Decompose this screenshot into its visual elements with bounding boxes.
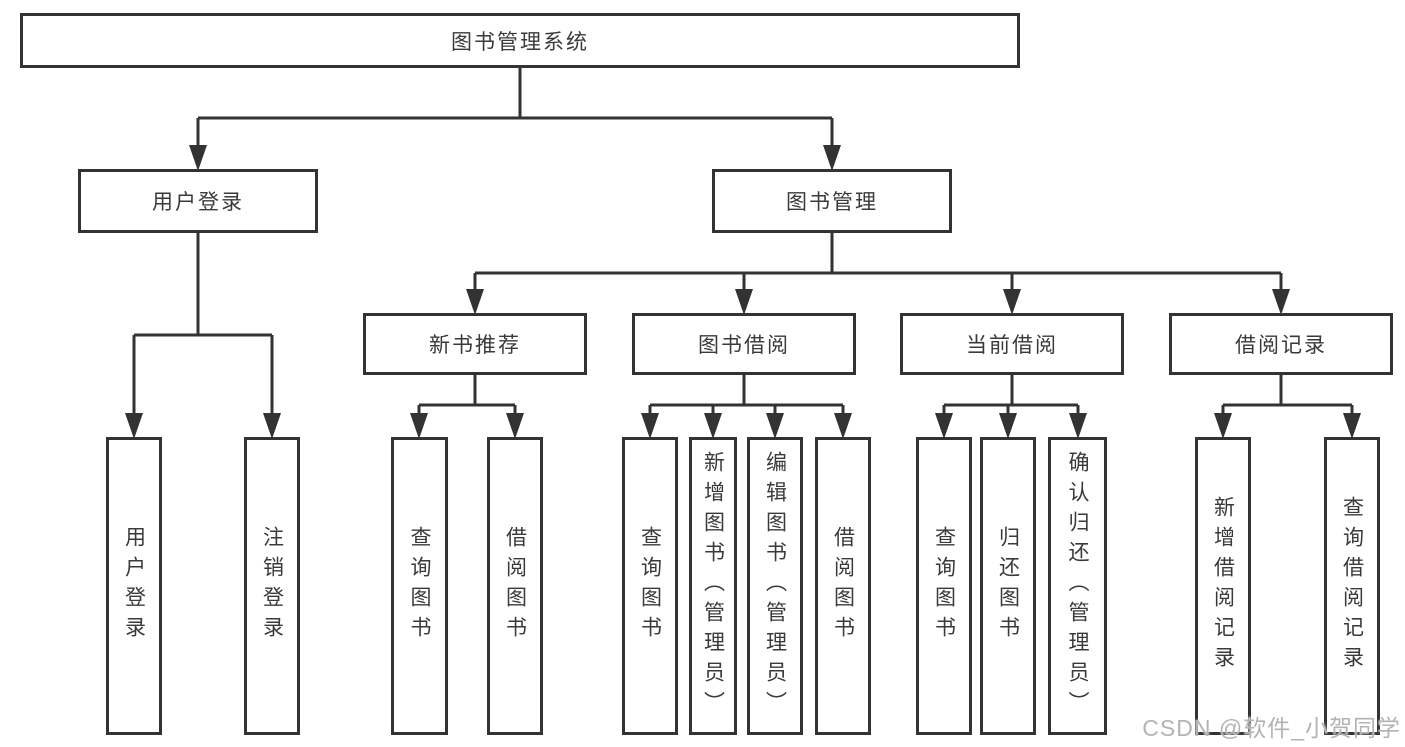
node-query-books-recommend: 查询图书 — [391, 437, 448, 735]
node-label: 借阅记录 — [1235, 334, 1327, 357]
arrow-down-icon — [1003, 289, 1021, 315]
node-label: 确认归还（管理员） — [1066, 451, 1089, 721]
node-edit-books-admin: 编辑图书（管理员） — [747, 437, 803, 735]
node-label: 查询图书 — [408, 526, 431, 646]
node-label: 新增图书（管理员） — [701, 451, 725, 721]
arrow-down-icon — [735, 289, 753, 315]
node-label: 注销登录 — [260, 526, 284, 646]
node-label: 图书管理系统 — [451, 30, 589, 54]
node-logout: 注销登录 — [244, 437, 300, 735]
arrow-down-icon — [1343, 413, 1361, 439]
node-label: 新增借阅记录 — [1211, 496, 1235, 676]
node-user-login: 用户登录 — [106, 437, 162, 735]
node-new-book-recommendation: 新书推荐 — [363, 313, 587, 375]
node-add-borrow-record: 新增借阅记录 — [1195, 437, 1251, 735]
node-label: 查询借阅记录 — [1340, 496, 1364, 676]
arrow-down-icon — [189, 145, 207, 171]
arrow-down-icon — [506, 413, 524, 439]
node-label: 新书推荐 — [429, 334, 521, 357]
node-label: 借阅图书 — [503, 526, 527, 646]
arrow-down-icon — [466, 289, 484, 315]
node-book-management-branch: 图书管理 — [712, 169, 952, 233]
tree-connector-lines — [132, 68, 1354, 414]
arrow-down-icon — [641, 413, 659, 439]
node-borrowing-records: 借阅记录 — [1169, 313, 1393, 375]
node-label: 图书借阅 — [698, 334, 790, 357]
node-confirm-return-admin: 确认归还（管理员） — [1048, 437, 1107, 735]
arrow-down-icon — [263, 413, 281, 439]
node-query-books-borrowing: 查询图书 — [622, 437, 678, 735]
node-label: 当前借阅 — [966, 334, 1058, 357]
arrow-down-icon — [766, 413, 784, 439]
node-label: 编辑图书（管理员） — [763, 451, 787, 721]
arrow-down-icon — [1272, 289, 1290, 315]
arrow-down-icon — [999, 413, 1017, 439]
node-user-login-branch: 用户登录 — [78, 169, 318, 233]
arrow-down-icon — [125, 413, 143, 439]
arrow-down-icon — [823, 145, 841, 171]
node-label: 用户登录 — [122, 526, 146, 646]
node-borrow-books-recommend: 借阅图书 — [487, 437, 543, 735]
node-return-books: 归还图书 — [980, 437, 1036, 735]
node-library-system: 图书管理系统 — [20, 13, 1020, 68]
node-label: 图书管理 — [786, 191, 878, 214]
node-query-borrow-record: 查询借阅记录 — [1324, 437, 1380, 735]
node-label: 查询图书 — [638, 526, 662, 646]
node-book-borrowing: 图书借阅 — [632, 313, 856, 375]
arrow-down-icon — [704, 413, 722, 439]
node-borrow-books: 借阅图书 — [815, 437, 871, 735]
node-query-books-current: 查询图书 — [916, 437, 972, 735]
arrow-down-icon — [410, 413, 428, 439]
arrow-down-icon — [1214, 413, 1232, 439]
node-label: 用户登录 — [152, 191, 244, 214]
node-label: 归还图书 — [996, 526, 1020, 646]
arrow-down-icon — [1069, 413, 1087, 439]
node-label: 借阅图书 — [831, 526, 855, 646]
node-add-books-admin: 新增图书（管理员） — [689, 437, 737, 735]
watermark: CSDN @软件_小贺同学 — [1142, 715, 1401, 741]
node-label: 查询图书 — [932, 526, 956, 646]
node-current-borrowing: 当前借阅 — [900, 313, 1124, 375]
arrow-down-icon — [935, 413, 953, 439]
arrow-down-icon — [834, 413, 852, 439]
